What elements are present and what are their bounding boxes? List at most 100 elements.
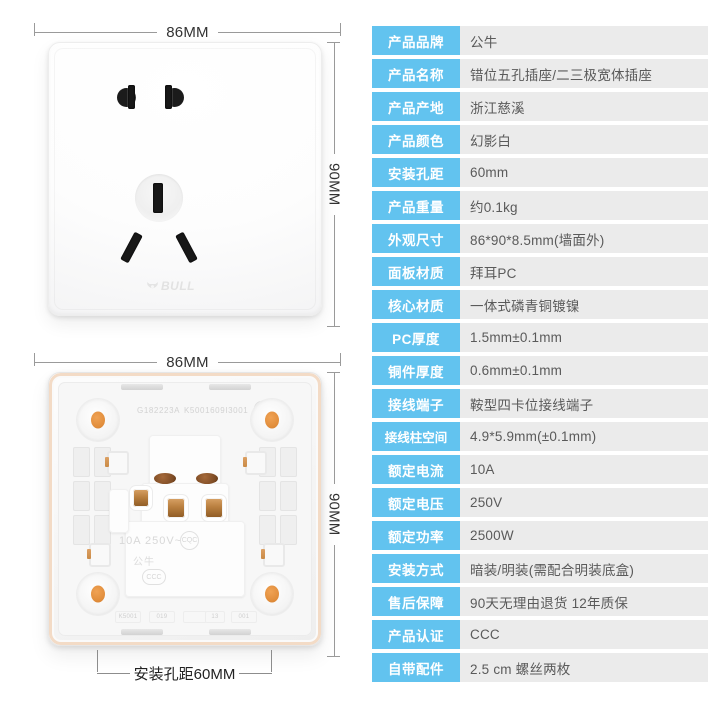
spec-key: 安装方式 <box>372 554 460 583</box>
spec-value: 错位五孔插座/二三极宽体插座 <box>460 59 708 88</box>
chip-label: 001 <box>231 611 257 623</box>
socket-front-panel: BULL <box>48 42 322 316</box>
spec-key: 产品重量 <box>372 191 460 220</box>
spec-value: 86*90*8.5mm(墙面外) <box>460 224 708 253</box>
spec-key: 安装孔距 <box>372 158 460 187</box>
bottom-mount-tab-right <box>209 629 251 635</box>
product-spec-table: 产品品牌 公牛 产品名称 错位五孔插座/二三极宽体插座 产品产地 浙江慈溪 产品… <box>372 26 708 686</box>
back-height-label: 90MM <box>325 493 343 536</box>
spec-value: 2500W <box>460 521 708 550</box>
mold-code-text: G182223A <box>137 406 181 415</box>
spec-key: 产品产地 <box>372 92 460 121</box>
spec-value: 一体式磷青铜镀镍 <box>460 290 708 319</box>
dimension-cap-left <box>34 353 35 366</box>
dimension-cap-right <box>340 353 341 366</box>
wiring-terminal-neutral <box>205 498 223 518</box>
vent-slot <box>259 481 276 511</box>
table-row: 安装孔距 60mm <box>372 158 708 187</box>
spec-value: 公牛 <box>460 26 708 55</box>
pitch-leg-right <box>271 650 272 672</box>
spec-key: 接线柱空间 <box>372 422 460 451</box>
dimension-line <box>217 31 342 33</box>
dimension-cap-bottom <box>327 326 340 327</box>
two-pole-slot-left <box>128 85 135 109</box>
three-pole-neutral-slot <box>175 231 198 264</box>
bottom-mount-tab-left <box>121 629 163 635</box>
dimension-cap-top <box>327 42 340 43</box>
table-row: 外观尺寸 86*90*8.5mm(墙面外) <box>372 224 708 253</box>
chip-blank <box>183 611 209 623</box>
product-images-column: 86MM 90MM <box>34 23 343 683</box>
vent-slot <box>94 481 111 511</box>
top-mount-tab-left <box>121 384 163 390</box>
mounting-screw-post-top-left <box>77 399 119 441</box>
side-spring-clip-right <box>243 451 267 475</box>
bull-brand-mark: BULL <box>146 279 195 293</box>
front-width-dimension: 86MM <box>34 23 342 41</box>
mounting-screw-post-bottom-right <box>251 573 293 615</box>
spec-key: 产品认证 <box>372 620 460 649</box>
dimension-cap-bottom <box>327 656 340 657</box>
chip-label: 13 <box>205 611 225 623</box>
vent-slot <box>73 515 90 545</box>
hole-pitch-label: 安装孔距60MM <box>133 665 236 683</box>
lower-spring-clip-left <box>87 543 111 567</box>
ccc-mark-icon: CCC <box>142 569 166 585</box>
front-height-dimension: 90MM <box>326 42 343 328</box>
spec-key: 外观尺寸 <box>372 224 460 253</box>
table-row: 核心材质 一体式磷青铜镀镍 <box>372 290 708 319</box>
dimension-line <box>97 672 130 674</box>
bull-brand-text: BULL <box>161 279 195 293</box>
socket-back-panel: G182223A K5001609I3001 CCC <box>48 372 322 646</box>
dimension-cap-left <box>34 23 35 36</box>
table-row: 额定电流 10A <box>372 455 708 484</box>
spec-key: PC厚度 <box>372 323 460 352</box>
dimension-line <box>333 372 335 485</box>
table-row: 售后保障 90天无理由退货 12年质保 <box>372 587 708 616</box>
three-pole-earth-slot <box>153 183 163 213</box>
dimension-line <box>333 544 335 658</box>
wiring-terminal-live <box>167 498 185 518</box>
vent-slot <box>94 447 111 477</box>
rating-cert-circle-icon: CQC <box>180 531 199 550</box>
spec-key: 额定电压 <box>372 488 460 517</box>
spec-value: 10A <box>460 455 708 484</box>
two-pole-slot-right <box>165 85 172 109</box>
table-row: 额定电压 250V <box>372 488 708 517</box>
spec-value: 鞍型四卡位接线端子 <box>460 389 708 418</box>
spec-key: 面板材质 <box>372 257 460 286</box>
lower-spring-clip-right <box>261 543 285 567</box>
spec-value: 2.5 cm 螺丝两枚 <box>460 653 708 682</box>
vent-slot <box>73 447 90 477</box>
spec-value: 90天无理由退货 12年质保 <box>460 587 708 616</box>
table-row: 产品认证 CCC <box>372 620 708 649</box>
batch-code-text: K5001609I3001 <box>184 406 249 415</box>
spec-key: 接线端子 <box>372 389 460 418</box>
vent-slot <box>280 515 297 545</box>
spec-value: 拜耳PC <box>460 257 708 286</box>
vent-slot <box>280 481 297 511</box>
back-width-dimension: 86MM <box>34 353 342 371</box>
spec-key: 额定电流 <box>372 455 460 484</box>
table-row: 产品重量 约0.1kg <box>372 191 708 220</box>
side-spring-clip-left <box>105 451 129 475</box>
copper-contact-right <box>196 473 218 484</box>
left-side-block <box>109 489 129 533</box>
dimension-line <box>239 672 272 674</box>
spec-value: 幻影白 <box>460 125 708 154</box>
table-row: 接线柱空间 4.9*5.9mm(±0.1mm) <box>372 422 708 451</box>
hole-pitch-dimension: 安装孔距60MM <box>97 650 272 683</box>
mounting-screw-post-top-right <box>251 399 293 441</box>
front-width-label: 86MM <box>166 23 209 41</box>
chip-label: 019 <box>149 611 175 623</box>
spec-value: 暗装/明装(需配合明装底盒) <box>460 554 708 583</box>
pitch-leg-left <box>97 650 98 672</box>
back-height-dimension: 90MM <box>325 372 343 658</box>
spec-key: 产品颜色 <box>372 125 460 154</box>
spec-key: 自带配件 <box>372 653 460 682</box>
spec-value: 250V <box>460 488 708 517</box>
dimension-line <box>34 361 158 363</box>
table-row: 自带配件 2.5 cm 螺丝两枚 <box>372 653 708 682</box>
spec-key: 售后保障 <box>372 587 460 616</box>
